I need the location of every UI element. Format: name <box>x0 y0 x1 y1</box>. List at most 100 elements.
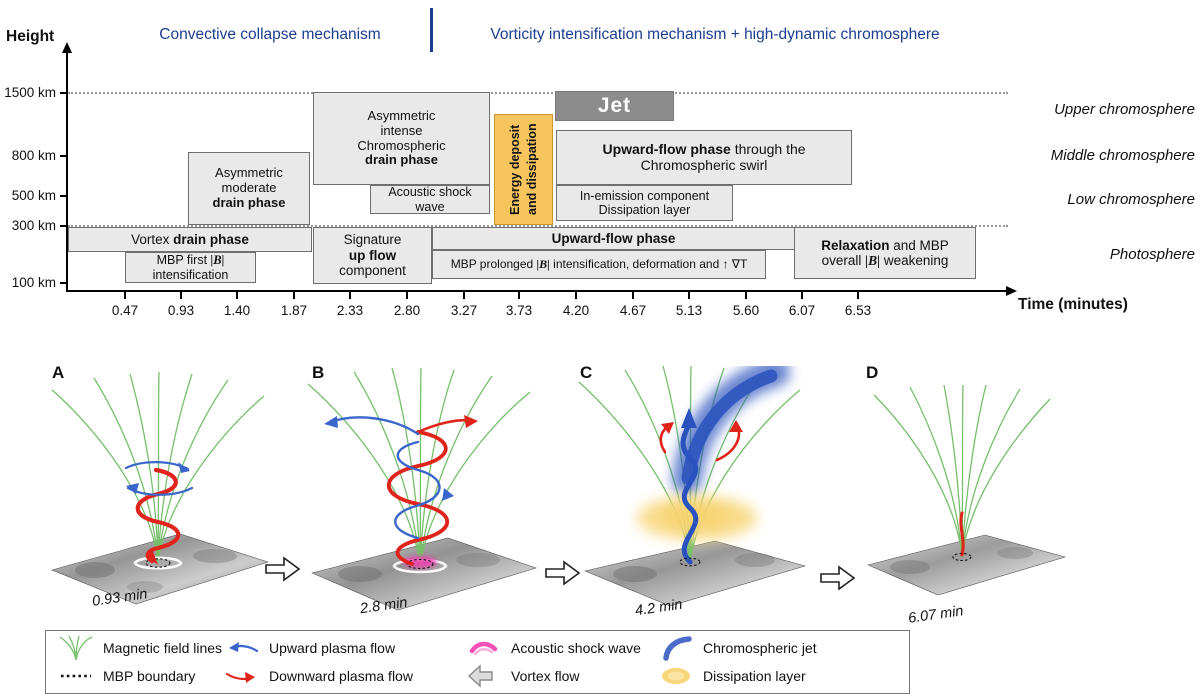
downward-arrowhead <box>464 415 478 428</box>
granulation-surface <box>584 540 807 607</box>
time-tick-label: 4.67 <box>619 303 647 318</box>
upward-jet-spiral <box>680 421 699 565</box>
time-tick <box>124 292 126 299</box>
dotted-line-300km <box>68 225 1008 227</box>
time-tick <box>349 292 351 299</box>
legend-item-acoustic-shock-wave: Acoustic shock wave <box>466 636 641 660</box>
layer-label-middle-chromosphere: Middle chromosphere <box>1050 147 1195 164</box>
legend-item-mbp-boundary: MBP boundary <box>58 664 195 688</box>
downward-arrowhead <box>661 422 674 434</box>
header-left: Convective collapse mechanism <box>159 26 381 43</box>
upward-plasma-flow-icon <box>229 642 259 653</box>
legend-item-upward-plasma-flow: Upward plasma flow <box>224 636 395 660</box>
time-tick <box>575 292 577 299</box>
time-tick <box>857 292 859 299</box>
x-axis-label: Time (minutes) <box>1018 296 1128 313</box>
height-tick-label: 100 km <box>11 275 56 290</box>
timeline-box-intense-drain: Asymmetric intense Chromospheric drain p… <box>313 92 490 185</box>
panel-a-letter: A <box>52 363 65 382</box>
granulation-surface <box>311 537 537 611</box>
legend-item-chromospheric-jet: Chromospheric jet <box>658 636 817 661</box>
upward-arrowhead <box>178 462 190 473</box>
magnetic-field-lines <box>51 372 265 563</box>
chromospheric-jet-icon <box>663 636 692 661</box>
downward-plasma-flow-icon <box>225 672 255 683</box>
time-tick-label: 1.40 <box>223 303 251 318</box>
time-tick-label: 6.07 <box>788 303 816 318</box>
y-axis-arrow <box>62 42 72 53</box>
timeline-box-energy-deposit: Energy deposit and dissipation <box>494 114 553 225</box>
height-tick-label: 1500 km <box>4 85 56 100</box>
dissipation-layer-icon <box>662 668 690 684</box>
x-axis <box>66 290 1008 292</box>
legend-item-downward-plasma-flow: Downward plasma flow <box>224 664 413 688</box>
panel-c-illustration <box>578 366 807 607</box>
time-tick <box>406 292 408 299</box>
timeline-box-jet: Jet <box>555 91 674 121</box>
downward-flow-spiral <box>387 430 450 566</box>
time-tick-label: 3.73 <box>505 303 533 318</box>
x-axis-arrow <box>1006 286 1017 296</box>
timeline-box-upward-flow-chromo: Upward-flow phase through the Chromosphe… <box>556 130 852 185</box>
timeline-box-moderate-drain: Asymmetric moderate drain phase <box>188 152 310 225</box>
time-tick <box>745 292 747 299</box>
mbp-boundary-icon <box>61 674 91 678</box>
time-tick-label: 0.93 <box>167 303 195 318</box>
timeline-box-signature-upflow: Signature up flow component <box>313 227 432 284</box>
layer-label-low-chromosphere: Low chromosphere <box>1067 191 1195 208</box>
timeline-box-acoustic-shock: Acoustic shock wave <box>370 185 490 214</box>
panel-b-letter: B <box>312 363 325 382</box>
height-tick <box>60 282 68 284</box>
timeline-box-vortex-drain: Vortex drain phase <box>68 227 312 252</box>
time-tick <box>293 292 295 299</box>
legend-item-vortex-flow: Vortex flow <box>466 664 579 688</box>
timeline-box-relaxation: Relaxation and MBP overall |B| weakening <box>794 227 976 279</box>
header-divider <box>430 8 433 52</box>
acoustic-shock-wave-icon <box>469 641 498 656</box>
time-tick <box>463 292 465 299</box>
time-tick-label: 6.53 <box>844 303 872 318</box>
timeline-box-mbp-prolonged: MBP prolonged |B| intensification, defor… <box>432 250 766 279</box>
dotted-line-1500km <box>68 92 1008 94</box>
magnetic-field-lines-icon <box>59 635 93 661</box>
time-tick <box>801 292 803 299</box>
mbp-boundary <box>679 557 701 567</box>
time-tick <box>180 292 182 299</box>
time-tick <box>236 292 238 299</box>
transition-arrow <box>265 556 301 582</box>
transition-arrow <box>545 560 581 586</box>
timeline-box-in-emission: In-emission component Dissipation layer <box>556 185 733 221</box>
panel-b-illustration <box>307 368 537 611</box>
timeline-box-mbp-first: MBP first |B| intensification <box>125 252 256 283</box>
time-tick-label: 2.33 <box>336 303 364 318</box>
panel-c-letter: C <box>580 363 593 382</box>
y-axis <box>66 52 68 292</box>
upward-arrowhead <box>442 488 454 501</box>
height-tick <box>60 225 68 227</box>
granulation-surface <box>867 534 1067 596</box>
height-tick-label: 500 km <box>11 188 56 203</box>
upward-arrowhead <box>126 483 139 494</box>
mbp-boundary <box>145 558 171 568</box>
time-tick <box>688 292 690 299</box>
time-tick-label: 1.87 <box>280 303 308 318</box>
panel-d-letter: D <box>866 363 879 382</box>
timeline-box-upward-flow-photo: Upward-flow phase <box>432 227 795 250</box>
upward-jet-arrowhead <box>681 408 697 428</box>
legend: Magnetic field lines MBP boundary Upward… <box>45 630 910 694</box>
time-tick-label: 5.60 <box>732 303 760 318</box>
time-tick-label: 2.80 <box>393 303 421 318</box>
header-right: Vorticity intensification mechanism + hi… <box>490 26 940 43</box>
height-tick <box>60 92 68 94</box>
upward-flow-spiral <box>394 440 441 540</box>
transition-arrow <box>820 565 856 591</box>
vortex-contour <box>133 556 183 570</box>
time-tick-label: 5.13 <box>675 303 703 318</box>
downward-arrowhead <box>729 420 743 432</box>
panel-d-illustration <box>867 385 1067 596</box>
layer-label-upper-chromosphere: Upper chromosphere <box>1054 101 1195 118</box>
mbp-boundary <box>952 552 972 562</box>
height-tick-label: 800 km <box>11 148 56 163</box>
time-tick-label: 0.47 <box>111 303 139 318</box>
